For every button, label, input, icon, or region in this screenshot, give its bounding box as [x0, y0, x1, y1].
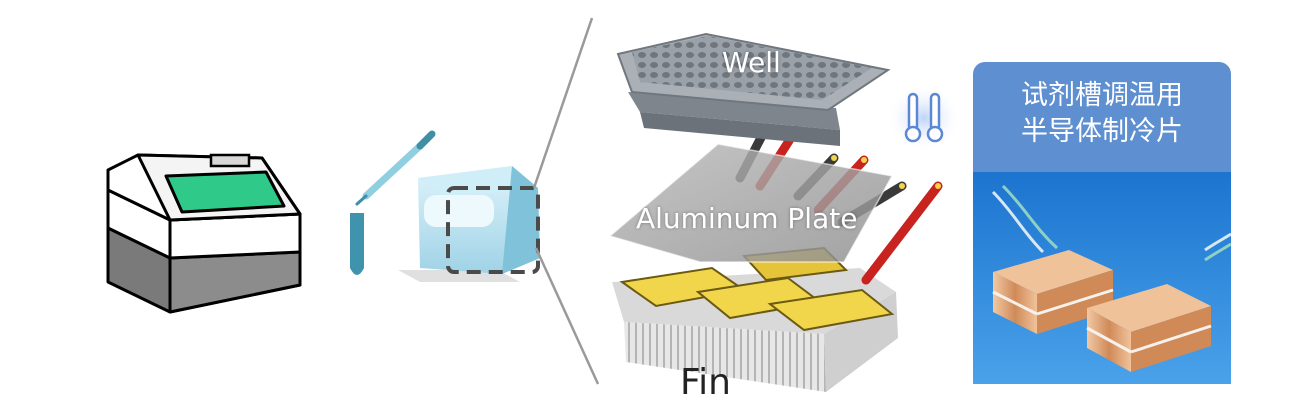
analyzer-instrument [106, 153, 302, 314]
peltier-module-photo [1086, 284, 1212, 372]
peltier-module-photo [992, 250, 1114, 334]
panel-title: 试剂槽调温用 半导体制冷片 [973, 62, 1231, 172]
reagent-device [398, 166, 540, 282]
aluminum-plate [608, 143, 894, 263]
panel-title-line1: 试剂槽调温用 [1021, 80, 1183, 111]
peltier-modules [619, 246, 895, 332]
aluminum-plate-label: Aluminum Plate [636, 202, 858, 235]
well-plate [616, 32, 891, 146]
thermometer-icon [886, 84, 962, 152]
well-label: Well [722, 46, 781, 79]
pipette-icon [355, 130, 436, 206]
fin-label: Fin [680, 362, 731, 403]
zoom-line [532, 17, 594, 189]
peltier-photo [973, 172, 1231, 384]
sample-tube-icon [350, 213, 364, 275]
cutaway-highlight-box [446, 186, 540, 274]
peltier-photo-panel: 试剂槽调温用 半导体制冷片 [973, 62, 1231, 384]
panel-title-line2: 半导体制冷片 [1021, 116, 1183, 147]
instrument-screen [164, 170, 286, 214]
zoom-line [534, 247, 600, 385]
